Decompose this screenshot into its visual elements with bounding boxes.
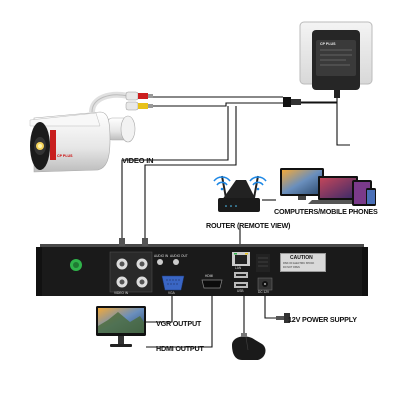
label-video-in: VIDEO IN xyxy=(122,156,154,165)
port-label-vga: VGA xyxy=(168,291,175,295)
port-label-audio-out: AUDIO OUT xyxy=(170,254,188,258)
port-label-lan: LAN xyxy=(235,266,242,270)
power-plug xyxy=(276,313,290,323)
caution-sticker: CAUTION RISK OF ELECTRIC SHOCK DO NOT OP… xyxy=(280,253,326,272)
usb-mouse xyxy=(232,333,266,360)
adapter-brand-logo: CP PLUS xyxy=(320,42,336,46)
port-label-dc: DC 12V xyxy=(258,290,270,294)
port-label-audio-in: AUDIO IN xyxy=(154,254,169,258)
label-computers: COMPUTERS/MOBILE PHONES xyxy=(274,207,378,216)
label-router: ROUTER (REMOTE VIEW) xyxy=(206,221,291,230)
bullet-camera xyxy=(29,91,153,173)
caution-line-1: RISK OF ELECTRIC SHOCK xyxy=(283,262,315,265)
caution-line-2: DO NOT OPEN xyxy=(283,266,300,269)
caution-title: CAUTION xyxy=(290,255,313,261)
wifi-icon-right xyxy=(249,176,267,191)
port-label-hdmi: HDMI xyxy=(205,274,214,278)
router xyxy=(218,175,260,212)
monitor xyxy=(96,306,146,347)
cable-lines xyxy=(121,96,350,348)
label-vgr-output: VGR OUTPUT xyxy=(156,319,202,328)
power-adapter xyxy=(312,30,360,98)
bnc-plugs xyxy=(119,238,148,246)
label-hdmi-output: HDMI OUTPUT xyxy=(156,344,204,353)
port-label-usb: USB xyxy=(237,289,244,293)
cable-splitter xyxy=(283,97,337,107)
computers-mobile-phones xyxy=(280,168,376,206)
wifi-icon-left xyxy=(213,176,231,191)
camera-brand-logo: CP PLUS xyxy=(57,154,73,158)
port-label-video-in: VIDEO IN xyxy=(114,291,128,295)
label-power-supply: 12V POWER SUPPLY xyxy=(288,315,357,324)
